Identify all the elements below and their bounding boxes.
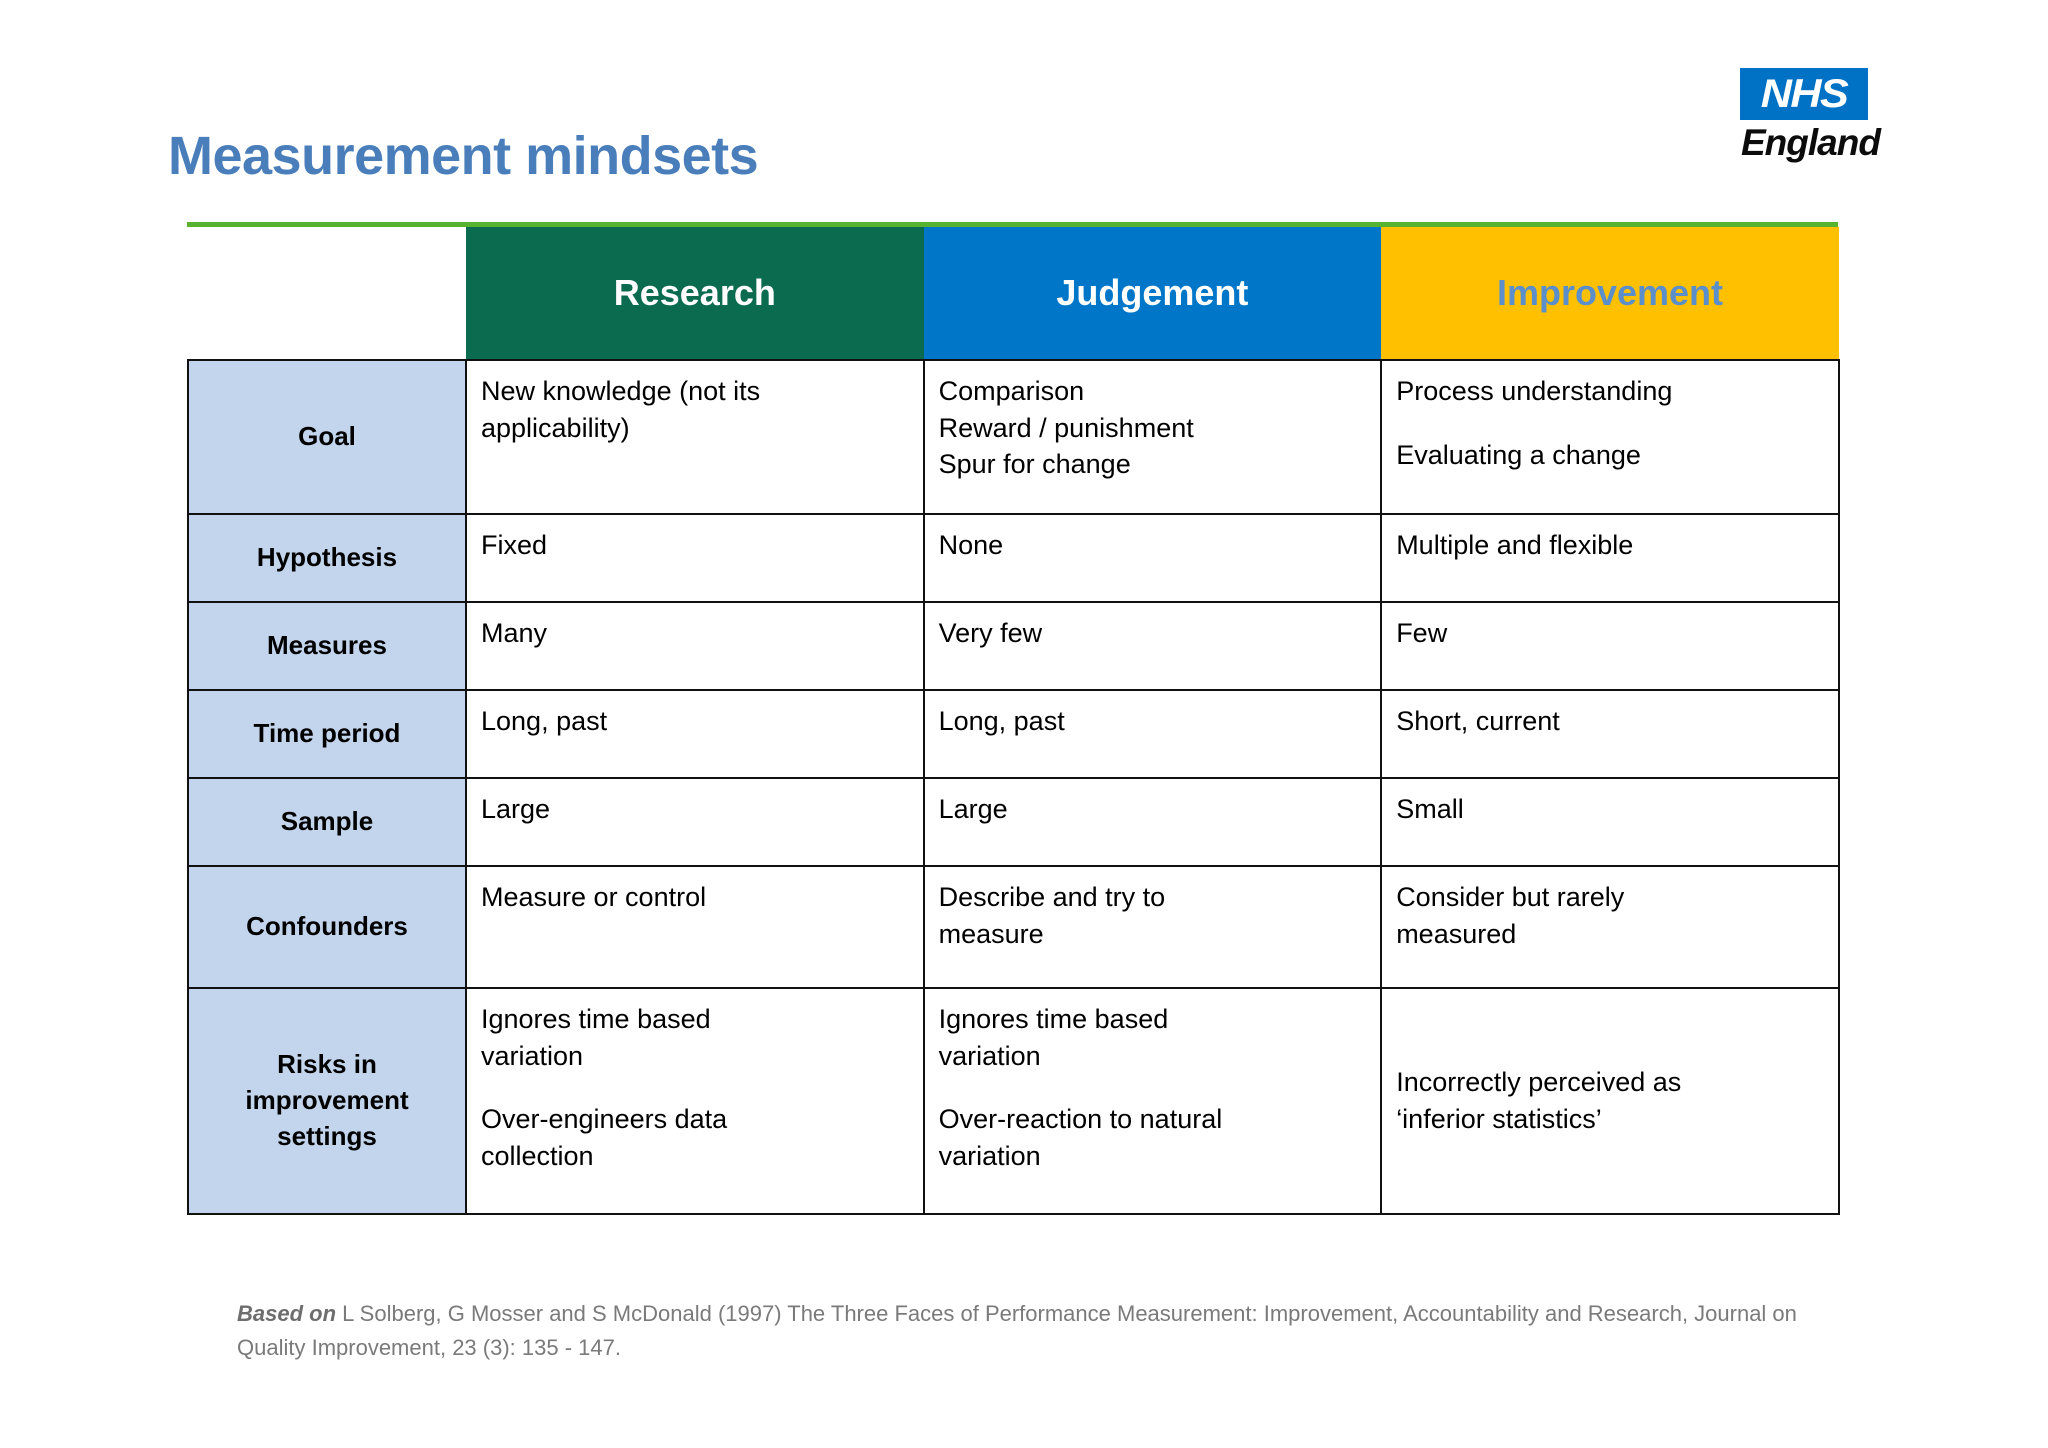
cell-time-period-judgement: Long, past [922, 689, 1383, 779]
table-row-hypothesis: Hypothesis Fixed None Multiple and flexi… [187, 513, 1840, 603]
nhs-england-label: England [1741, 122, 1881, 163]
cell-confounders-research: Measure or control [465, 865, 925, 989]
cell-measures-improvement: Few [1380, 601, 1840, 691]
cell-line: variation [481, 1040, 584, 1071]
cell-line: Process understanding [1396, 376, 1673, 406]
cell-line: Long, past [938, 706, 1065, 736]
measurement-mindsets-table: Research Judgement Improvement Goal New … [187, 227, 1840, 1215]
cell-line: Small [1396, 794, 1464, 824]
cell-line: Comparison [938, 376, 1085, 406]
table-row-measures: Measures Many Very few Few [187, 601, 1840, 691]
cell-hypothesis-improvement: Multiple and flexible [1380, 513, 1840, 603]
row-label-hypothesis: Hypothesis [187, 513, 467, 603]
cell-line: New knowledge (not its [481, 376, 761, 406]
nhs-logo-text: NHS [1760, 72, 1849, 116]
table-row-time-period: Time period Long, past Long, past Short,… [187, 689, 1840, 779]
cell-line: Spur for change [938, 449, 1131, 480]
cell-sample-improvement: Small [1380, 777, 1840, 867]
cell-line: Incorrectly perceived as [1396, 1067, 1682, 1098]
citation-body: L Solberg, G Mosser and S McDonald (1997… [237, 1301, 1797, 1361]
cell-line: measured [1396, 918, 1517, 949]
cell-risks-research: Ignores time based variation Over-engine… [465, 987, 925, 1215]
cell-line: measure [938, 918, 1044, 949]
table-header-row: Research Judgement Improvement [188, 227, 1839, 360]
row-label-risks: Risks in improvement settings [187, 987, 467, 1215]
cell-measures-research: Many [465, 601, 925, 691]
cell-line: collection [481, 1141, 594, 1172]
cell-hypothesis-judgement: None [922, 513, 1383, 603]
row-label-measures: Measures [187, 601, 467, 691]
source-citation: Based on L Solberg, G Mosser and S McDon… [237, 1297, 1847, 1365]
nhs-logo-box: NHS [1740, 68, 1868, 120]
column-header-judgement: Judgement [923, 227, 1382, 360]
column-header-research: Research [466, 227, 924, 360]
row-label-time-period: Time period [187, 689, 467, 779]
cell-line: Fixed [481, 530, 548, 560]
header-blank-cell [188, 227, 466, 360]
cell-line: Few [1396, 618, 1448, 648]
nhs-england-logo: NHS England [1740, 68, 1900, 164]
column-header-improvement: Improvement [1381, 227, 1839, 360]
cell-line: variation [938, 1141, 1041, 1172]
cell-confounders-judgement: Describe and try to measure [922, 865, 1383, 989]
cell-line: None [938, 530, 1004, 560]
cell-line: Describe and try to [938, 882, 1166, 912]
cell-line: Over-reaction to natural [938, 1104, 1223, 1135]
cell-risks-improvement: Incorrectly perceived as ‘inferior stati… [1380, 987, 1840, 1215]
cell-line: Over-engineers data [481, 1104, 728, 1135]
cell-line: Long, past [481, 706, 608, 736]
cell-line: Evaluating a change [1396, 439, 1641, 470]
table-row-risks: Risks in improvement settings Ignores ti… [187, 987, 1840, 1215]
page-title: Measurement mindsets [168, 126, 759, 186]
cell-hypothesis-research: Fixed [465, 513, 925, 603]
cell-line: Ignores time based [481, 1004, 711, 1034]
row-label-line: improvement [245, 1085, 409, 1116]
cell-line: Reward / punishment [938, 412, 1194, 443]
cell-time-period-improvement: Short, current [1380, 689, 1840, 779]
cell-line: Ignores time based [938, 1004, 1169, 1034]
table-row-goal: Goal New knowledge (not its applicabilit… [187, 359, 1840, 515]
cell-sample-research: Large [465, 777, 925, 867]
cell-goal-improvement: Process understanding Evaluating a chang… [1380, 359, 1840, 515]
cell-line: Very few [938, 618, 1043, 648]
cell-line: Short, current [1396, 706, 1560, 736]
citation-lead: Based on [237, 1301, 337, 1326]
cell-line: Large [938, 794, 1008, 824]
cell-line: Large [481, 794, 551, 824]
green-accent-rule [187, 222, 1838, 227]
cell-line: ‘inferior statistics’ [1396, 1104, 1602, 1134]
cell-line: Many [481, 618, 548, 648]
table-row-sample: Sample Large Large Small [187, 777, 1840, 867]
row-label-sample: Sample [187, 777, 467, 867]
cell-line: Measure or control [481, 882, 707, 912]
cell-goal-research: New knowledge (not its applicability) [465, 359, 925, 515]
cell-sample-judgement: Large [922, 777, 1383, 867]
cell-confounders-improvement: Consider but rarely measured [1380, 865, 1840, 989]
cell-goal-judgement: Comparison Reward / punishment Spur for … [922, 359, 1383, 515]
table-row-confounders: Confounders Measure or control Describe … [187, 865, 1840, 989]
cell-line: variation [938, 1040, 1041, 1071]
cell-time-period-research: Long, past [465, 689, 925, 779]
cell-line: Multiple and flexible [1396, 530, 1634, 560]
cell-line: Consider but rarely [1396, 882, 1625, 912]
row-label-confounders: Confounders [187, 865, 467, 989]
row-label-line: Risks in [277, 1049, 377, 1080]
row-label-line: settings [277, 1120, 377, 1151]
cell-measures-judgement: Very few [922, 601, 1383, 691]
cell-risks-judgement: Ignores time based variation Over-reacti… [922, 987, 1383, 1215]
row-label-goal: Goal [187, 359, 467, 515]
cell-line: applicability) [481, 412, 630, 443]
